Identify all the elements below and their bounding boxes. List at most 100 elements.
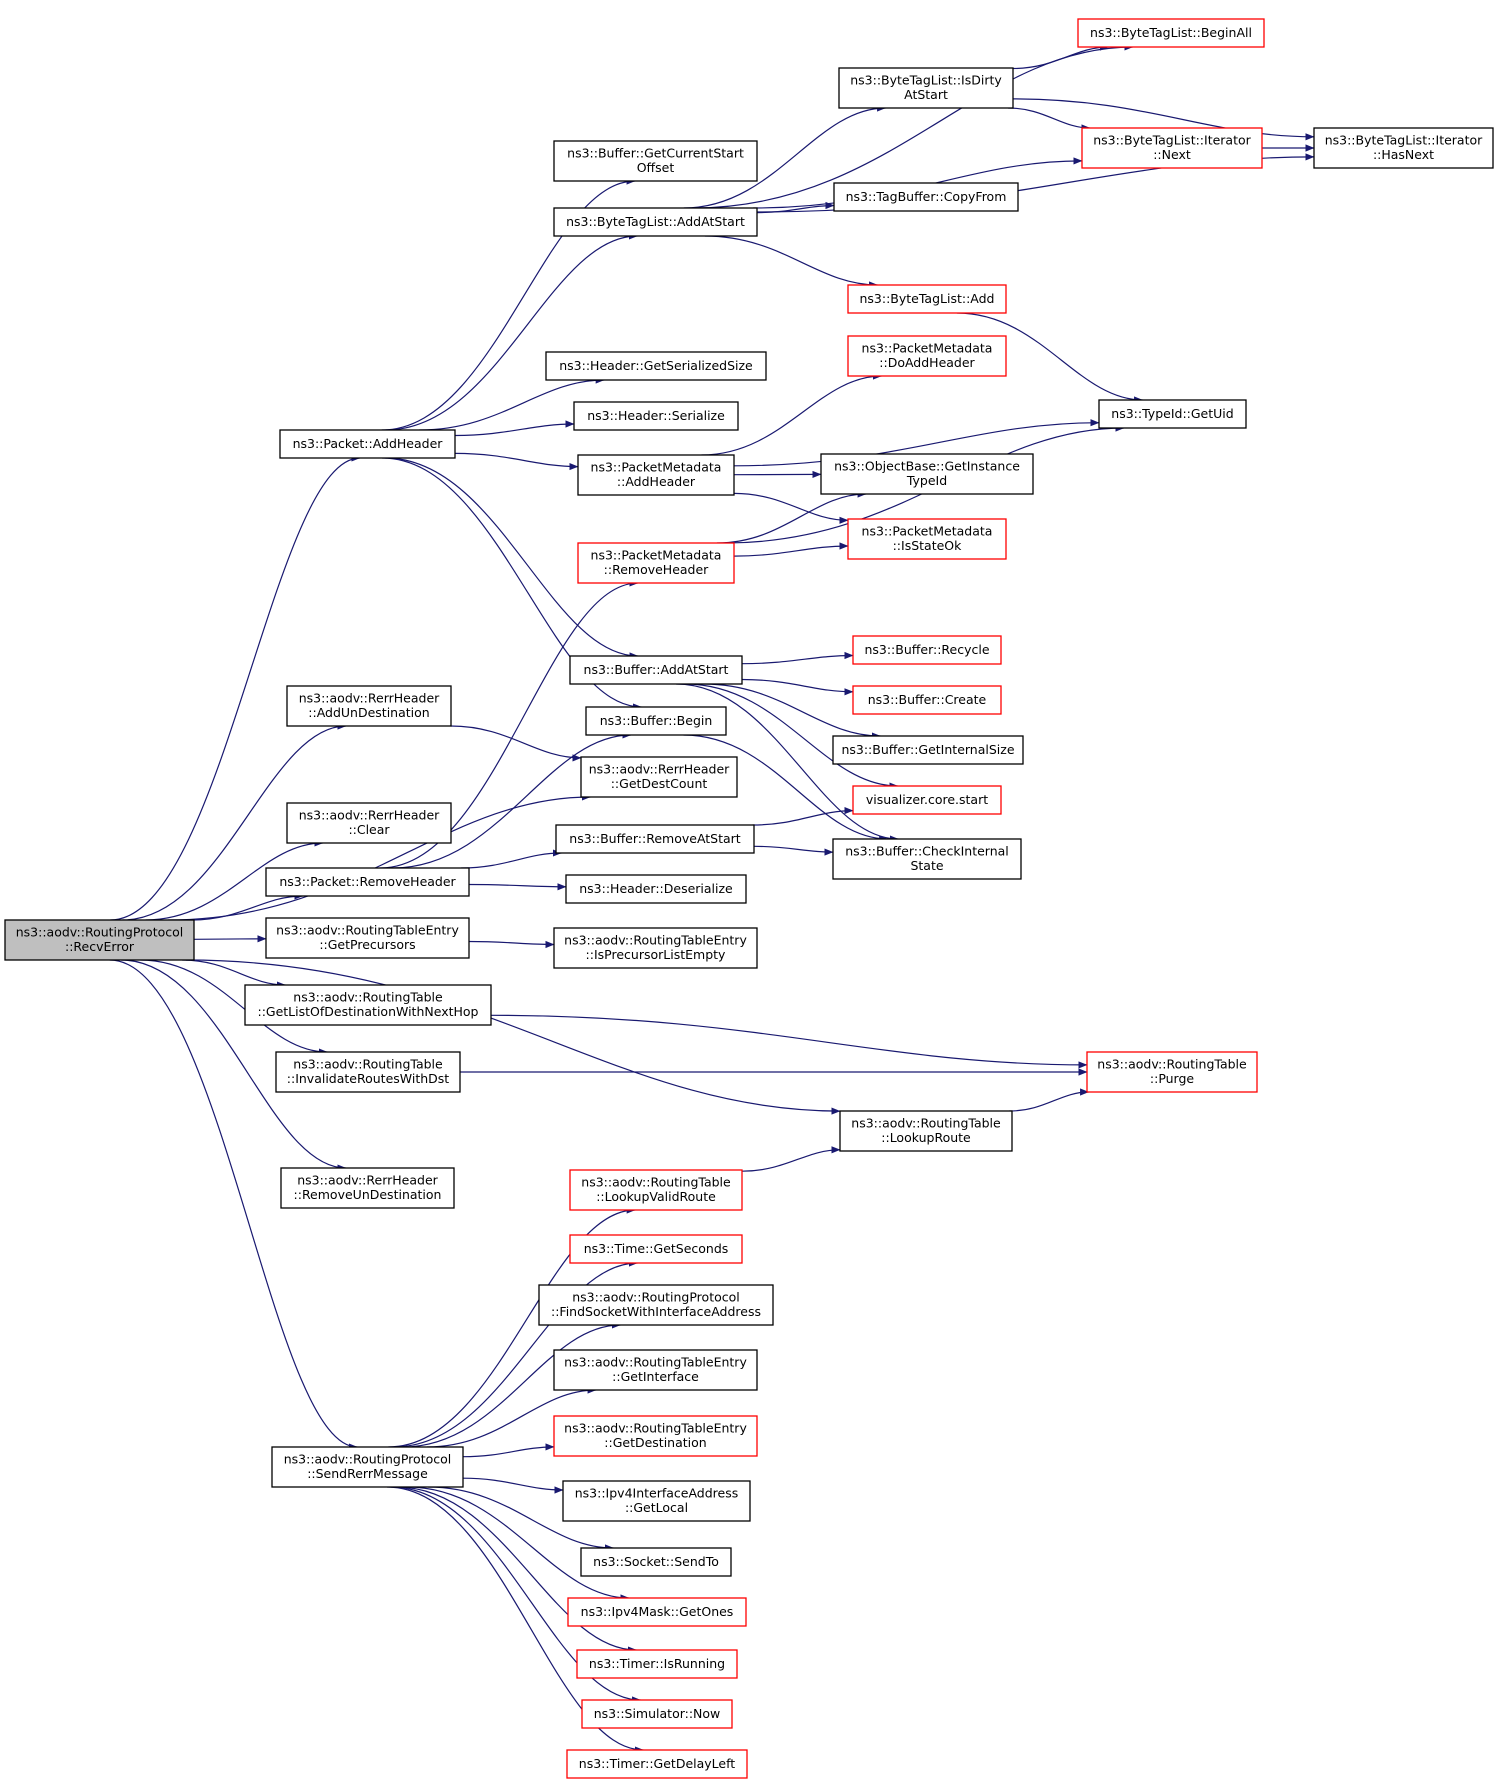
node-hser[interactable]: ns3::Header::Serialize	[573, 401, 739, 431]
node-label: ::DoAddHeader	[879, 355, 975, 370]
node-pmiso[interactable]: ns3::PacketMetadata::IsStateOk	[847, 518, 1007, 560]
node-box	[832, 735, 1024, 765]
edge-btlid-to-btlih	[1012, 98, 1315, 141]
node-ipgl[interactable]: ns3::Ipv4InterfaceAddress::GetLocal	[562, 1480, 751, 1522]
node-box	[286, 685, 452, 727]
node-sst[interactable]: ns3::Socket::SendTo	[580, 1547, 732, 1577]
node-rtegd[interactable]: ns3::aodv::RoutingTableEntry::GetDestina…	[553, 1415, 758, 1457]
node-pmrh[interactable]: ns3::PacketMetadata::RemoveHeader	[577, 542, 735, 584]
edge-pmah-to-pmdah	[701, 372, 882, 456]
node-btlin[interactable]: ns3::ByteTagList::Iterator::Next	[1081, 127, 1263, 169]
node-btlba[interactable]: ns3::ByteTagList::BeginAll	[1077, 18, 1265, 48]
edge-pah-to-btaas	[385, 232, 638, 431]
node-bbeg[interactable]: ns3::Buffer::Begin	[585, 706, 727, 736]
node-pah[interactable]: ns3::Packet::AddHeader	[279, 429, 456, 459]
node-label: ns3::PacketMetadata	[862, 524, 993, 539]
node-box	[839, 1110, 1013, 1152]
node-rtlvr[interactable]: ns3::aodv::RoutingTable::LookupValidRout…	[569, 1169, 743, 1211]
node-label: State	[910, 858, 943, 873]
node-label: ::IsPrecursorListEmpty	[586, 947, 726, 962]
node-label: ns3::Header::Deserialize	[579, 881, 733, 896]
node-hdes[interactable]: ns3::Header::Deserialize	[565, 874, 747, 904]
node-mgo[interactable]: ns3::Ipv4Mask::GetOnes	[567, 1597, 747, 1627]
edge-baas-to-bgis	[703, 683, 881, 740]
node-remun[interactable]: ns3::aodv::RerrHeader::RemoveUnDestinati…	[280, 1167, 455, 1209]
edge-btaas-to-btlba	[693, 43, 1134, 209]
node-box	[832, 838, 1022, 880]
node-label: ns3::aodv::RerrHeader	[589, 762, 730, 777]
node-tir[interactable]: ns3::Timer::IsRunning	[576, 1649, 738, 1679]
node-label: ::Next	[1153, 147, 1191, 162]
node-gprec[interactable]: ns3::aodv::RoutingTableEntry::GetPrecurs…	[265, 917, 470, 959]
node-label: ns3::Buffer::GetCurrentStart	[567, 146, 744, 161]
node-addun[interactable]: ns3::aodv::RerrHeader::AddUnDestination	[286, 685, 452, 727]
node-box	[1313, 127, 1494, 169]
node-bgis[interactable]: ns3::Buffer::GetInternalSize	[832, 735, 1024, 765]
node-label: ns3::Timer::GetDelayLeft	[579, 1756, 735, 1771]
node-rtegi[interactable]: ns3::aodv::RoutingTableEntry::GetInterfa…	[553, 1349, 758, 1391]
node-clear[interactable]: ns3::aodv::RerrHeader::Clear	[286, 802, 452, 844]
node-snow[interactable]: ns3::Simulator::Now	[581, 1699, 733, 1729]
node-bcre[interactable]: ns3::Buffer::Create	[852, 685, 1002, 715]
edge-bbeg-to-bcis	[683, 734, 889, 843]
node-box	[569, 1169, 743, 1211]
node-label: ns3::Header::Serialize	[587, 408, 725, 423]
node-srerr[interactable]: ns3::aodv::RoutingProtocol::SendRerrMess…	[271, 1446, 464, 1488]
node-btladd[interactable]: ns3::ByteTagList::Add	[847, 284, 1007, 314]
node-tidgu[interactable]: ns3::TypeId::GetUid	[1098, 399, 1247, 429]
node-label: ::RecvError	[65, 939, 135, 954]
node-bras[interactable]: ns3::Buffer::RemoveAtStart	[555, 824, 755, 854]
node-rhgdc[interactable]: ns3::aodv::RerrHeader::GetDestCount	[580, 756, 738, 798]
node-label: ::IsStateOk	[893, 538, 963, 553]
node-tbcf[interactable]: ns3::TagBuffer::CopyFrom	[833, 182, 1019, 212]
node-box	[4, 919, 195, 961]
edge-srerr-to-rtegd	[462, 1443, 555, 1458]
node-btaas[interactable]: ns3::ByteTagList::AddAtStart	[553, 207, 758, 237]
node-box	[1098, 399, 1247, 429]
edge-recv-to-inval	[140, 959, 328, 1056]
node-tgdl[interactable]: ns3::Timer::GetDelayLeft	[566, 1749, 748, 1779]
node-inval[interactable]: ns3::aodv::RoutingTable::InvalidateRoute…	[275, 1051, 461, 1093]
edge-baas-to-vcs	[685, 683, 899, 790]
node-box	[1086, 1051, 1258, 1093]
node-brec[interactable]: ns3::Buffer::Recycle	[852, 635, 1002, 665]
node-vcs[interactable]: visualizer.core.start	[852, 785, 1002, 815]
node-rtpu[interactable]: ns3::aodv::RoutingTable::Purge	[1086, 1051, 1258, 1093]
node-tgs[interactable]: ns3::Time::GetSeconds	[569, 1234, 743, 1264]
node-label: ns3::PacketMetadata	[862, 341, 993, 356]
node-rtlr[interactable]: ns3::aodv::RoutingTable::LookupRoute	[839, 1110, 1013, 1152]
node-baas[interactable]: ns3::Buffer::AddAtStart	[569, 655, 743, 685]
node-label: ns3::aodv::RerrHeader	[299, 691, 440, 706]
node-pmdah[interactable]: ns3::PacketMetadata::DoAddHeader	[847, 335, 1007, 377]
node-rteipl[interactable]: ns3::aodv::RoutingTableEntry::IsPrecurso…	[553, 927, 758, 969]
node-btlih[interactable]: ns3::ByteTagList::Iterator::HasNext	[1313, 127, 1494, 169]
edge-recv-to-rhgdc	[168, 793, 591, 921]
node-box	[585, 706, 727, 736]
node-box	[280, 1167, 455, 1209]
node-label: ns3::TagBuffer::CopyFrom	[846, 189, 1007, 204]
node-glist[interactable]: ns3::aodv::RoutingTable::GetListOfDestin…	[244, 984, 492, 1026]
edge-srerr-to-ipgl	[462, 1477, 564, 1494]
node-label: TypeId	[906, 473, 947, 488]
node-rpfs[interactable]: ns3::aodv::RoutingProtocol::FindSocketWi…	[538, 1284, 774, 1326]
edge-glist-to-rtpu	[490, 1014, 1088, 1069]
node-label: AtStart	[904, 87, 948, 102]
node-label: ::RemoveUnDestination	[294, 1187, 442, 1202]
node-box	[576, 1649, 738, 1679]
edge-pah-to-bbeg	[382, 457, 642, 711]
node-pmah[interactable]: ns3::PacketMetadata::AddHeader	[577, 454, 735, 496]
edge-recv-to-pah	[110, 454, 361, 921]
node-recv[interactable]: ns3::aodv::RoutingProtocol::RecvError	[4, 919, 195, 961]
edge-pah-to-bgcso	[381, 177, 636, 431]
edge-addun-to-rhgdc	[450, 725, 582, 762]
node-label: ::LookupValidRoute	[596, 1189, 716, 1204]
node-prh[interactable]: ns3::Packet::RemoveHeader	[265, 867, 470, 897]
node-hgss[interactable]: ns3::Header::GetSerializedSize	[545, 351, 767, 381]
node-label: ns3::ObjectBase::GetInstance	[834, 459, 1020, 474]
node-box	[569, 1234, 743, 1264]
